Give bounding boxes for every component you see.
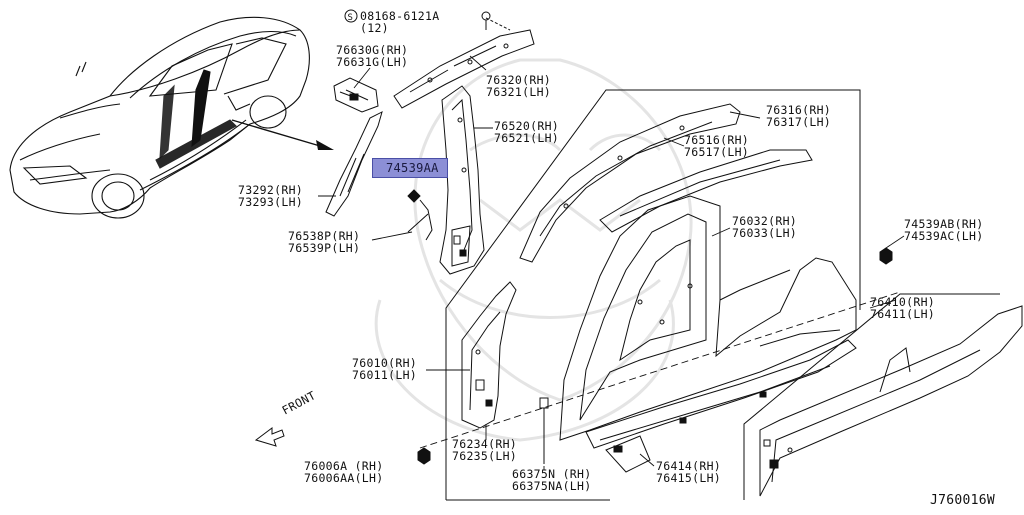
label-76538P: 76538P(RH)	[288, 229, 361, 243]
label-76631G: 76631G(LH)	[336, 55, 409, 69]
label-76414: 76414(RH)	[656, 459, 722, 473]
a-pillar-73292	[325, 111, 383, 217]
center-pillar-76520	[439, 85, 485, 275]
svg-text:S: S	[348, 13, 354, 23]
label-76011: 76011(LH)	[352, 368, 418, 382]
label-76320: 76320(RH)	[486, 73, 552, 87]
bolt-76006A	[417, 447, 431, 465]
label-76235: 76235(LH)	[452, 449, 518, 463]
label-76032: 76032(RH)	[732, 214, 798, 228]
diagram-code: J760016W	[930, 493, 996, 508]
label-bolt-qty: (12)	[360, 21, 389, 35]
label-76516: 76516(RH)	[684, 133, 750, 147]
label-bolt-08168: 08168-6121A	[360, 9, 440, 23]
alignment-line	[419, 291, 901, 449]
label-66375N: 66375N (RH)	[512, 467, 592, 481]
label-76033: 76033(LH)	[732, 226, 798, 240]
label-66375NA: 66375NA(LH)	[512, 479, 592, 493]
s-circle-icon: S	[344, 9, 358, 23]
label-76321: 76321(LH)	[486, 85, 552, 99]
reinforcement-76320	[393, 29, 535, 109]
label-76517: 76517(LH)	[684, 145, 750, 159]
label-76234: 76234(RH)	[452, 437, 518, 451]
label-74539AB: 74539AB(RH)	[904, 217, 984, 231]
label-76006A: 76006A (RH)	[304, 459, 384, 473]
roof-rail-76316	[519, 103, 741, 263]
label-76539P: 76539P(LH)	[288, 241, 361, 255]
label-76411: 76411(LH)	[870, 307, 936, 321]
front-pillar-76010	[461, 281, 517, 429]
label-76521: 76521(LH)	[494, 131, 560, 145]
label-76010: 76010(RH)	[352, 356, 418, 370]
sill-box	[743, 293, 1000, 500]
label-73292: 73292(RH)	[238, 183, 304, 197]
inner-sill-76414	[585, 329, 857, 473]
bolt-08168	[481, 11, 511, 31]
label-73293: 73293(LH)	[238, 195, 304, 209]
label-76415: 76415(LH)	[656, 471, 722, 485]
label-76630G: 76630G(RH)	[336, 43, 409, 57]
bolt-74539AB	[879, 247, 893, 265]
label-76410: 76410(RH)	[870, 295, 936, 309]
car-illustration	[9, 16, 310, 219]
front-direction-arrow	[254, 427, 285, 447]
label-74539AC: 74539AC(LH)	[904, 229, 984, 243]
label-76006AA: 76006AA(LH)	[304, 471, 384, 485]
clip-66375N	[539, 397, 549, 464]
roof-side-76516	[599, 149, 813, 233]
bracket-76630G	[333, 77, 379, 113]
outer-side-panel-76032	[559, 195, 857, 441]
label-76520: 76520(RH)	[494, 119, 560, 133]
label-76317: 76317(LH)	[766, 115, 832, 129]
body-side-box	[445, 89, 861, 501]
highlight-74539AA[interactable]: 74539AA	[372, 158, 448, 178]
clip-76538P	[407, 189, 433, 241]
leader-lines	[318, 55, 905, 470]
watermark-logo	[374, 58, 693, 442]
arrow-to-parts	[231, 119, 334, 150]
outer-sill-76410	[759, 305, 1023, 497]
label-76316: 76316(RH)	[766, 103, 832, 117]
